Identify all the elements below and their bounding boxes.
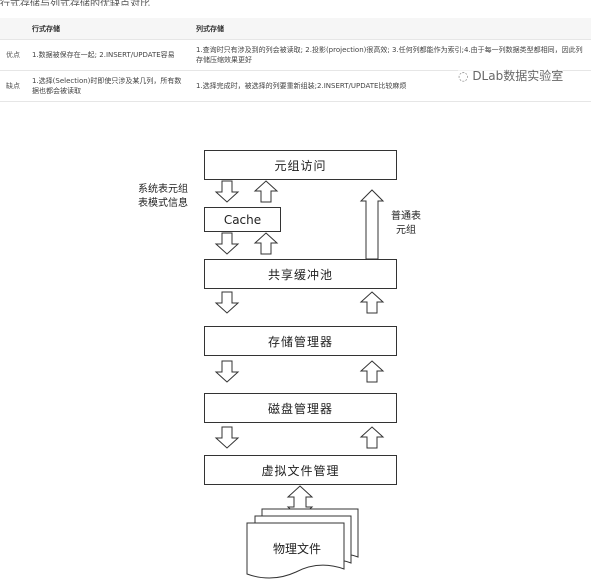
note-line: 元组 [396, 225, 416, 236]
table-header-row: 行式存储 列式存储 [0, 18, 591, 40]
vfs-manager-box: 虚拟文件管理 [204, 455, 397, 485]
disk-manager-box: 磁盘管理器 [204, 393, 397, 423]
comparison-table: 行式存储 列式存储 优点 1.数据被保存在一起; 2.INSERT/UPDATE… [0, 18, 591, 102]
watermark-text: DLab数据实验室 [472, 69, 564, 83]
table-header-cell [0, 18, 26, 40]
row-label: 优点 [0, 39, 26, 71]
arrow-down-icon [215, 360, 239, 383]
table-row: 优点 1.数据被保存在一起; 2.INSERT/UPDATE容易 1.查询时只有… [0, 39, 591, 71]
table-cell: 1.选择(Selection)时即使只涉及某几列，所有数据也都会被读取 [26, 70, 190, 102]
note-line: 普通表 [391, 211, 421, 222]
table-header-cell: 列式存储 [190, 18, 591, 40]
arrow-up-icon [360, 291, 384, 314]
arrow-up-icon [360, 360, 384, 383]
arrow-down-icon [215, 180, 239, 203]
arrow-up-icon [254, 180, 278, 203]
physical-file-label: 物理文件 [272, 542, 321, 556]
wechat-icon: ◌ [458, 69, 469, 83]
row-label: 缺点 [0, 70, 26, 102]
note-line: 表模式信息 [138, 198, 188, 209]
table-header-cell: 行式存储 [26, 18, 190, 40]
arrow-up-icon [254, 232, 278, 255]
table-cell: 1.查询时只有涉及到的列会被读取; 2.投影(projection)很高效; 3… [190, 39, 591, 71]
arrow-down-icon [215, 291, 239, 314]
arrow-up-icon [360, 426, 384, 449]
tuple-access-box: 元组访问 [204, 150, 397, 180]
storage-manager-box: 存储管理器 [204, 326, 397, 356]
buffer-pool-box: 共享缓冲池 [204, 259, 397, 289]
cache-box: Cache [204, 207, 281, 232]
arrow-down-icon [215, 426, 239, 449]
physical-file-stack [246, 508, 359, 579]
normal-tables-note: 普通表 元组 [391, 210, 421, 238]
table-cell: 1.数据被保存在一起; 2.INSERT/UPDATE容易 [26, 39, 190, 71]
long-up-arrow-icon [359, 189, 385, 260]
arrow-down-icon [215, 232, 239, 255]
watermark: ◌ DLab数据实验室 [458, 67, 564, 84]
note-line: 系统表元组 [138, 184, 188, 195]
system-tables-note: 系统表元组 表模式信息 [138, 183, 188, 211]
top-caption: 行式存储与列式存储的优缺点对比 [0, 0, 150, 6]
